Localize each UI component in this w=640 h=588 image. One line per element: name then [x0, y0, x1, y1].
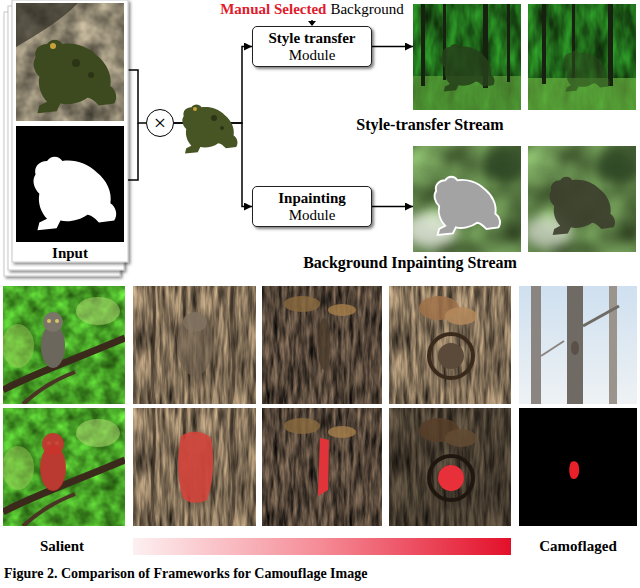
inpaint-output — [405, 146, 527, 252]
merge-line — [128, 123, 138, 180]
node-label: Input — [12, 245, 128, 262]
frog-cutout — [220, 126, 224, 130]
multiply-operator: × — [146, 109, 174, 137]
mask-image — [34, 157, 117, 230]
frog-cutout — [182, 104, 237, 153]
connector — [372, 206, 413, 208]
example-photo — [133, 408, 256, 526]
input-stack: Input — [12, 0, 128, 262]
node-label: × — [154, 112, 166, 134]
example-photo — [262, 286, 382, 404]
input-stack-art — [4, 0, 128, 276]
style-output — [563, 51, 610, 92]
example-photo — [389, 408, 511, 526]
frog-photo — [16, 3, 124, 121]
frog-photo — [88, 72, 94, 78]
example-photo — [519, 286, 637, 404]
style-output — [421, 4, 425, 86]
inpaint-output — [524, 146, 640, 252]
frog-photo — [50, 43, 56, 49]
style-output — [507, 4, 510, 82]
frog-cutout — [211, 115, 217, 121]
process-box: Style transferModule — [252, 26, 372, 67]
output-panel: Style-transfer Stream — [413, 4, 636, 110]
example-photo — [519, 408, 637, 526]
inpaint-output — [435, 177, 500, 235]
style-output — [542, 4, 546, 84]
annotation: Camoflaged — [539, 538, 617, 555]
example-photo — [389, 286, 511, 404]
example-photo — [262, 286, 382, 404]
example-photo — [133, 286, 256, 404]
style-output — [528, 4, 636, 110]
example-photo — [2, 408, 125, 526]
node-label: Module — [289, 47, 336, 64]
example-photo — [389, 408, 511, 526]
example-photo — [133, 408, 256, 526]
annotation: Salient — [40, 538, 84, 555]
node-label: Style transfer — [268, 30, 355, 47]
example-photo — [2, 286, 125, 404]
example-photo — [133, 286, 256, 404]
annotation: Background — [330, 1, 403, 18]
node-label: Inpainting — [278, 190, 346, 207]
example-photo — [569, 461, 579, 479]
frog-cutout — [193, 107, 197, 111]
connector — [372, 46, 413, 48]
figure-caption: Figure 2. Comparison of Frameworks for C… — [4, 566, 367, 581]
inpaint-output — [483, 148, 527, 180]
example-photo — [42, 433, 64, 455]
example-photo — [318, 438, 329, 496]
style-output — [413, 4, 521, 110]
style-output — [413, 4, 521, 110]
style-output — [608, 4, 613, 86]
example-photo — [519, 408, 637, 526]
frog-photo — [16, 3, 78, 47]
input-stack-art — [12, 0, 128, 262]
style-output — [441, 44, 494, 91]
frog-photo — [72, 59, 80, 67]
example-photo — [2, 286, 125, 404]
mask-image — [16, 126, 124, 242]
example-photo — [438, 465, 464, 491]
mask-image — [16, 126, 124, 242]
example-photo — [389, 286, 511, 404]
example-photo — [2, 408, 125, 526]
output-panel: Background Inpainting Stream — [413, 146, 636, 252]
example-photo — [262, 408, 382, 526]
process-box: InpaintingModule — [252, 186, 372, 227]
frog-photo — [16, 3, 124, 121]
gradient-bar — [133, 538, 511, 555]
connector — [128, 70, 146, 123]
example-photo — [178, 432, 213, 503]
example-photo — [519, 286, 637, 404]
style-output — [528, 4, 636, 110]
example-photo — [262, 408, 382, 526]
inpaint-output — [550, 177, 615, 235]
frog-photo — [34, 40, 117, 113]
node-label: Background Inpainting Stream — [303, 254, 517, 272]
frog-cutout — [182, 104, 237, 153]
annotation: Manual Selected — [220, 1, 326, 18]
node-label: Module — [289, 207, 336, 224]
inpaint-output — [596, 150, 640, 182]
node-label: Style-transfer Stream — [356, 116, 503, 134]
example-photo — [389, 408, 511, 526]
